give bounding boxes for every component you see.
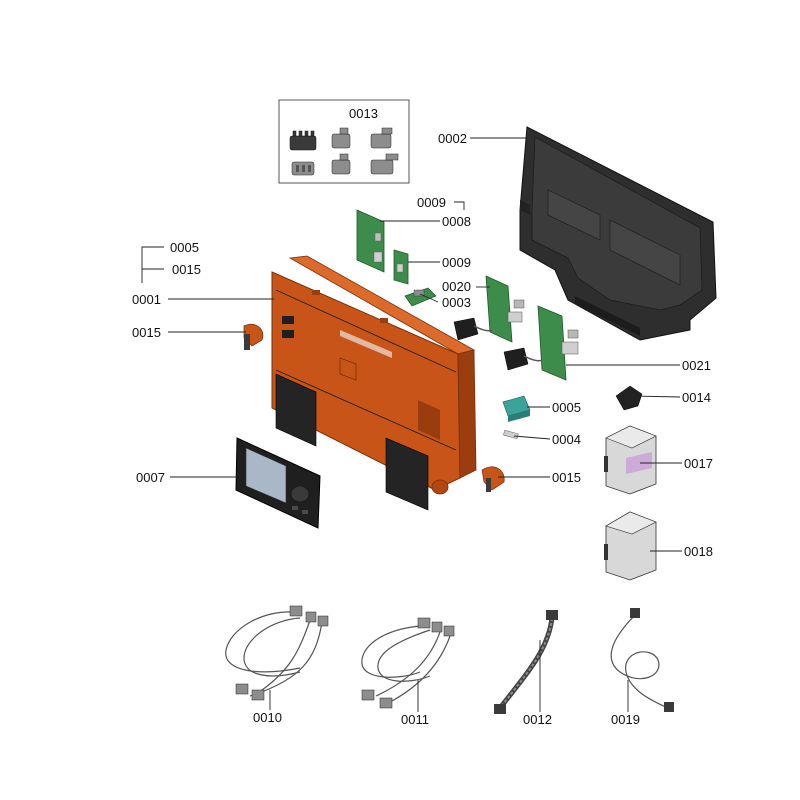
label-0004: 0004	[552, 432, 581, 447]
display-panel-0007	[235, 437, 321, 529]
module-0018	[604, 511, 657, 581]
label-0012: 0012	[523, 712, 552, 727]
clip-0015-lower	[481, 466, 505, 492]
cable-0012	[494, 610, 558, 714]
pcb-0008	[356, 209, 385, 273]
label-0021: 0021	[682, 358, 711, 373]
label-0008: 0008	[442, 214, 471, 229]
label-0005-left: 0005	[170, 240, 199, 255]
connector-kit-0013	[278, 99, 410, 184]
label-0009-top: 0009	[417, 195, 446, 210]
clip-0014	[615, 385, 643, 411]
fuse-0004	[503, 429, 519, 440]
label-0015-top: 0015	[172, 262, 201, 277]
cable-harness-0011	[361, 617, 455, 709]
pcb-0021	[503, 305, 579, 381]
label-0014: 0014	[682, 390, 711, 405]
label-0009: 0009	[442, 255, 471, 270]
connector-0005	[502, 395, 531, 422]
leader-lines	[141, 137, 682, 712]
label-0020: 0020	[442, 279, 471, 294]
main-housing-0001	[271, 255, 477, 511]
label-0010: 0010	[253, 710, 282, 725]
label-0005-right: 0005	[552, 400, 581, 415]
clip-0015-left	[243, 323, 264, 350]
label-0013: 0013	[349, 106, 378, 121]
label-0007: 0007	[136, 470, 165, 485]
cable-harness-0010	[225, 605, 329, 701]
pcb-0020	[453, 275, 525, 343]
connector-board-0003	[404, 287, 437, 307]
module-0017	[604, 425, 657, 495]
cable-0019	[610, 608, 674, 712]
small-module-0009	[393, 249, 409, 285]
label-0017: 0017	[684, 456, 713, 471]
label-0015-left: 0015	[132, 325, 161, 340]
label-0018: 0018	[684, 544, 713, 559]
label-0001: 0001	[132, 292, 161, 307]
rear-housing-0002	[519, 126, 717, 341]
label-0002: 0002	[438, 131, 467, 146]
label-0003: 0003	[442, 295, 471, 310]
label-0011: 0011	[401, 712, 429, 727]
label-0019: 0019	[611, 712, 640, 727]
label-0015-right: 0015	[552, 470, 581, 485]
part-labels: 0013 0002 0009 0008 0009 0020 0003 0021 …	[132, 106, 713, 727]
